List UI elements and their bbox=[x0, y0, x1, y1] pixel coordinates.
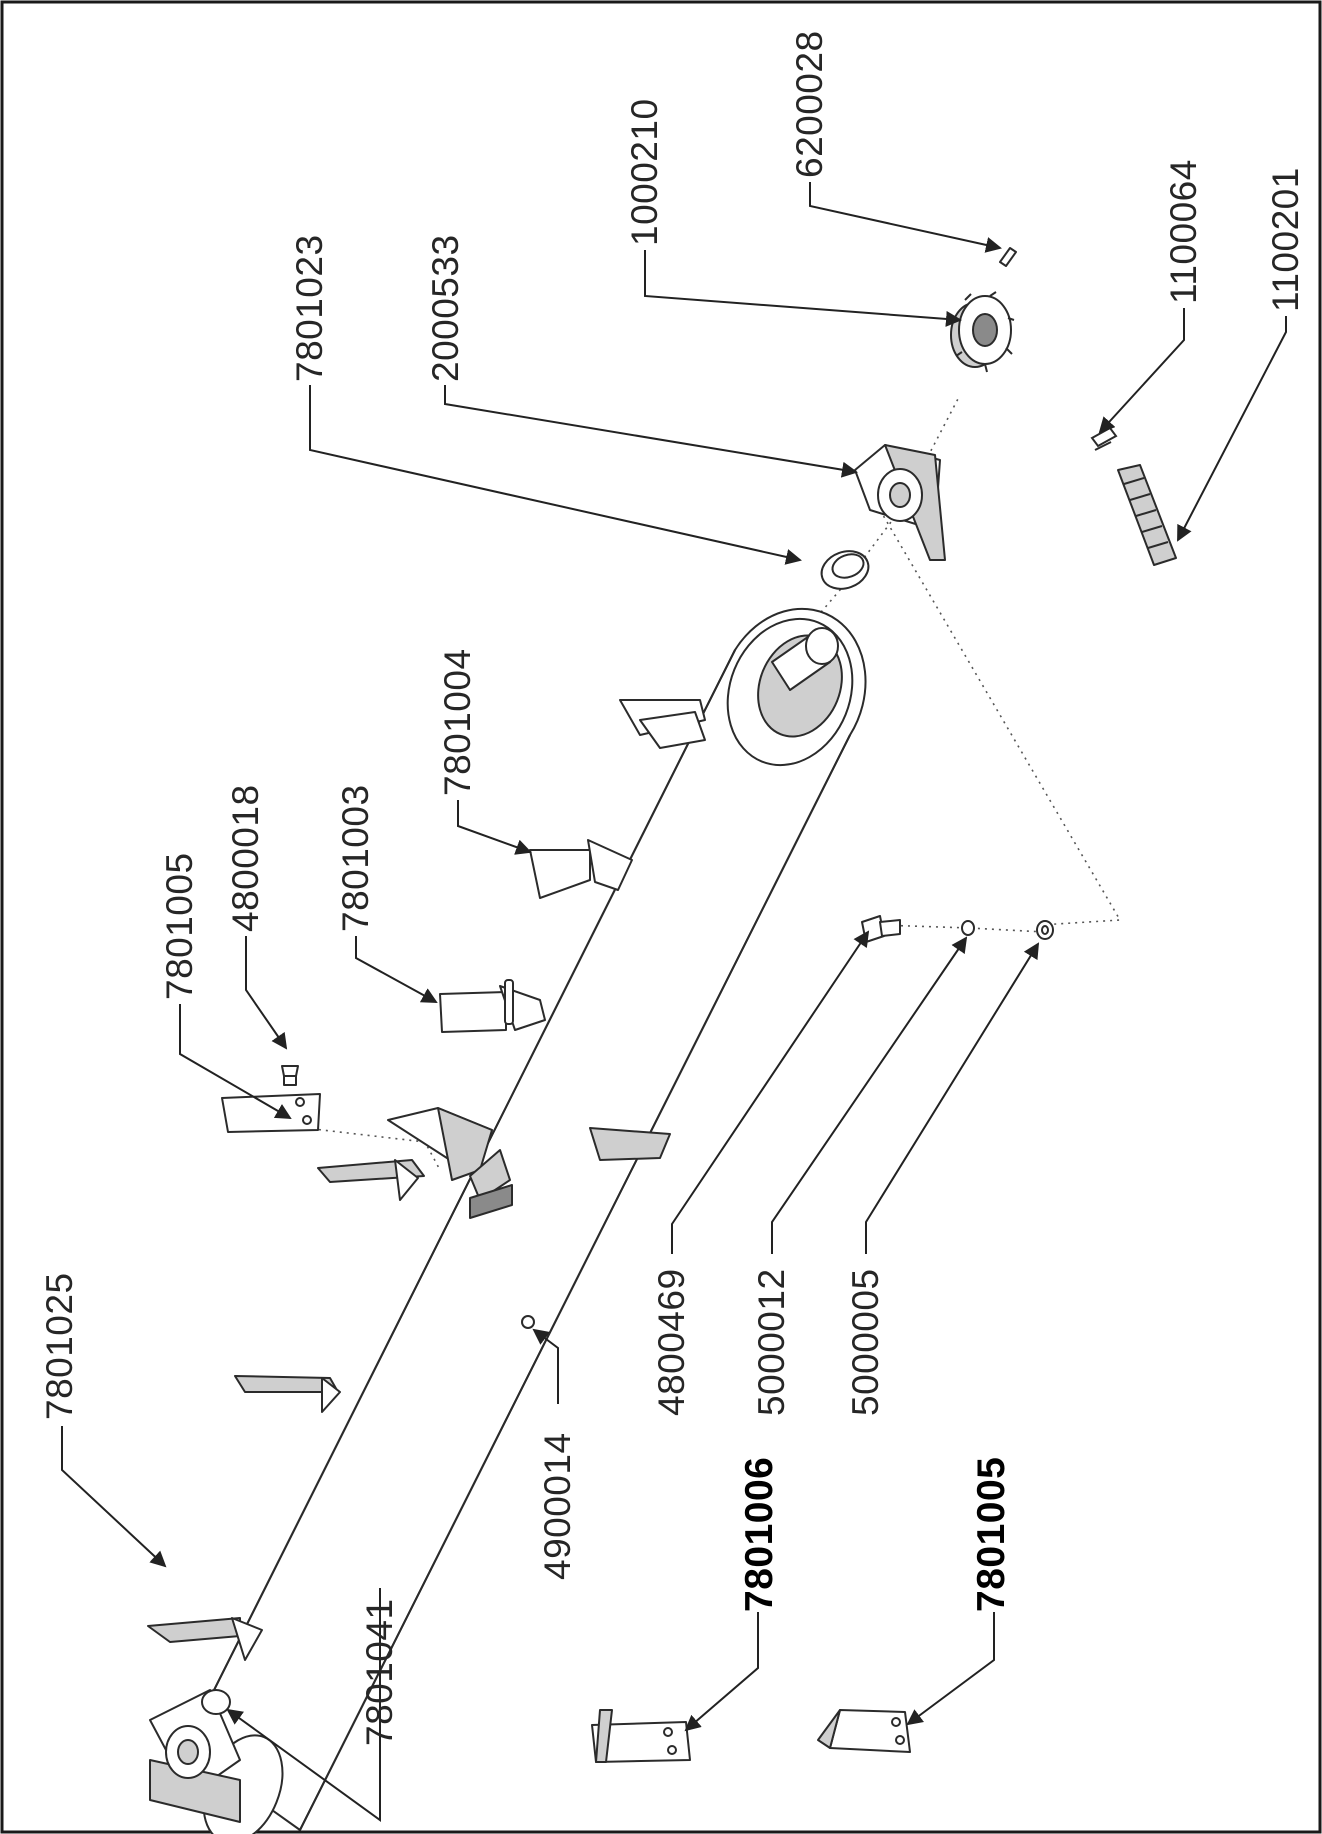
chain-1100201 bbox=[1117, 464, 1177, 566]
callout-7801005-top: 7801005 bbox=[159, 852, 200, 1000]
callout-4800018: 4800018 bbox=[225, 784, 266, 932]
callout-7801025: 7801025 bbox=[39, 1272, 80, 1420]
plate-7801005 bbox=[221, 1093, 321, 1133]
callout-6200028: 6200028 bbox=[789, 30, 830, 178]
part-callouts: 7801025 7801041 4900014 7801005 4800018 … bbox=[39, 30, 1306, 1746]
roller-tube bbox=[184, 607, 867, 1834]
key-6200028 bbox=[999, 247, 1017, 267]
callout-1100064: 1100064 bbox=[1163, 159, 1204, 304]
paddle-brackets bbox=[147, 699, 706, 1661]
washer-5000012 bbox=[961, 920, 975, 936]
callout-7801041: 7801041 bbox=[359, 1598, 400, 1746]
callout-7801006-bold: 7801006 bbox=[738, 1457, 781, 1612]
plate-7801006 bbox=[591, 1709, 691, 1763]
callout-4900014: 4900014 bbox=[537, 1432, 578, 1580]
bolt-4800469 bbox=[861, 915, 901, 943]
bushing-7801023 bbox=[820, 550, 870, 590]
sprocket-1000210 bbox=[950, 291, 1015, 373]
callout-2000533: 2000533 bbox=[425, 234, 466, 382]
callout-7801023: 7801023 bbox=[289, 234, 330, 382]
callout-5000005: 5000005 bbox=[845, 1268, 886, 1416]
callout-1000210: 1000210 bbox=[624, 98, 665, 246]
plate-7801005-loose bbox=[817, 1709, 911, 1753]
bearing-housing-right bbox=[854, 444, 946, 561]
callout-7801004: 7801004 bbox=[437, 648, 478, 796]
bearing-housing-left bbox=[149, 1689, 241, 1823]
screw-4800018 bbox=[281, 1065, 299, 1086]
callout-7801005-bold: 7801005 bbox=[970, 1457, 1013, 1612]
leader-lines bbox=[61, 182, 1287, 1822]
washer-5000005 bbox=[1036, 920, 1054, 940]
callout-1100201: 1100201 bbox=[1265, 167, 1306, 312]
callout-4800469: 4800469 bbox=[651, 1268, 692, 1416]
chain-link-1100064 bbox=[1090, 426, 1118, 451]
callout-5000012: 5000012 bbox=[751, 1268, 792, 1416]
callout-7801003: 7801003 bbox=[335, 784, 376, 932]
